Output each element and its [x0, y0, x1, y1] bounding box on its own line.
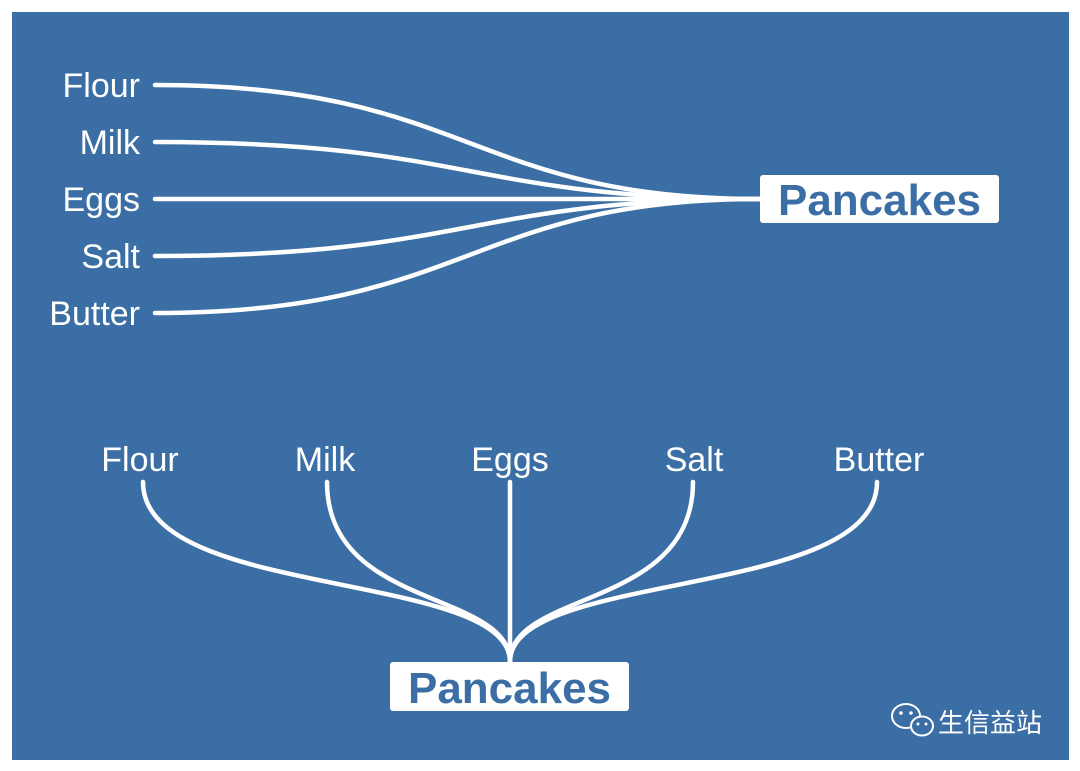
watermark-text: 生信益站 [938, 709, 1042, 739]
v-label-butter: Butter [834, 441, 925, 479]
h-connector-milk [152, 139, 763, 202]
watermark: 生信益站 [891, 703, 1042, 739]
h-target-box [760, 175, 999, 223]
h-target-label: Pancakes [778, 176, 981, 225]
v-label-salt: Salt [665, 441, 724, 479]
v-label-flour: Flour [101, 441, 178, 479]
h-connector-flour [152, 82, 763, 202]
h-connector-salt [152, 196, 763, 259]
v-connector-salt [507, 479, 696, 665]
v-label-milk: Milk [295, 441, 356, 479]
horizontal-tree: Flour Milk Eggs Salt Butter Pancakes [49, 67, 999, 333]
vertical-tree: Flour Milk Eggs Salt Butter Pancakes [101, 441, 924, 713]
h-label-eggs: Eggs [63, 181, 141, 219]
diagram-background [12, 12, 1069, 760]
h-label-milk: Milk [80, 124, 141, 162]
v-label-eggs: Eggs [471, 441, 549, 479]
v-connector-milk [324, 479, 513, 665]
h-label-butter: Butter [49, 295, 140, 333]
v-connector-butter [507, 479, 880, 665]
v-connector-flour [140, 479, 513, 665]
h-connector-butter [152, 196, 763, 316]
h-label-flour: Flour [63, 67, 140, 105]
wechat-icon [891, 703, 934, 737]
v-target-label: Pancakes [408, 664, 611, 713]
h-label-salt: Salt [81, 238, 140, 276]
v-target-box [390, 662, 629, 711]
